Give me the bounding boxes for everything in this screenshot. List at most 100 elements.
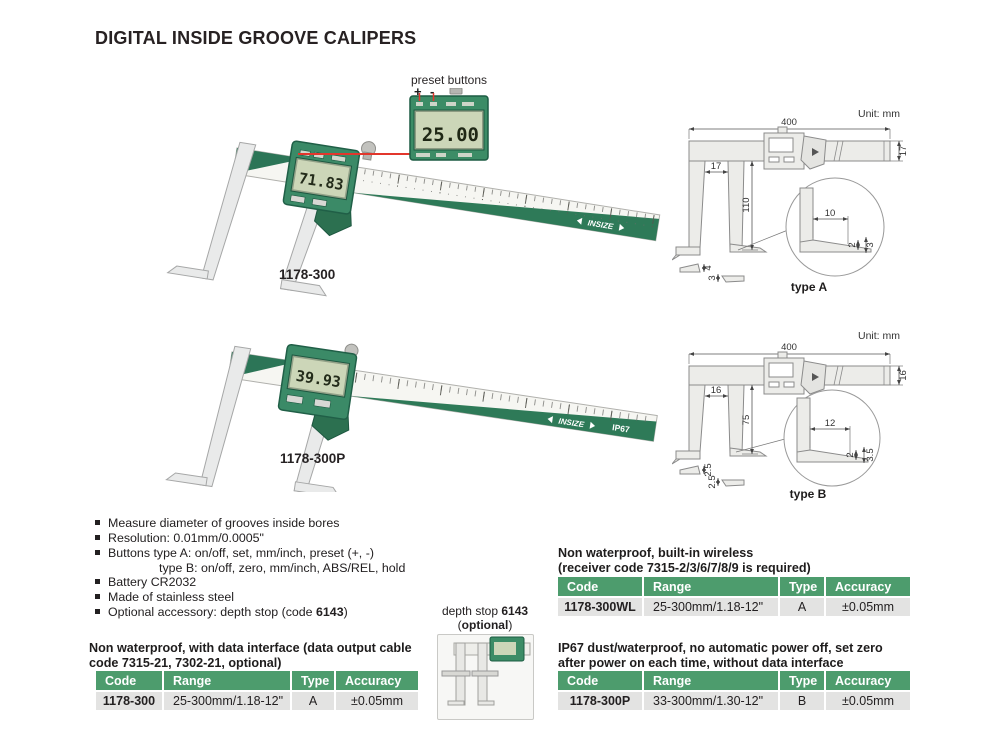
dim-detail-width-a: 10 — [825, 208, 836, 219]
inset-thumb-knob — [449, 88, 463, 95]
data-interface-table-heading: Non waterproof, with data interface (dat… — [89, 641, 412, 670]
set-button — [313, 398, 332, 409]
fixed-jaw — [200, 141, 257, 281]
col-header-accuracy: Accuracy — [824, 577, 910, 596]
cell-code: 1178-300P — [558, 690, 642, 710]
unit-note-a: Unit: mm — [858, 108, 900, 120]
ip67-table-heading: IP67 dust/waterproof, no automatic power… — [558, 641, 883, 670]
feature-item: Buttons type A: on/off, set, mm/inch, pr… — [95, 546, 465, 560]
bullet-icon — [95, 534, 100, 540]
mode-button — [285, 394, 304, 405]
feature-item: Optional accessory: depth stop (code 614… — [95, 605, 465, 619]
cell-range: 25-300mm/1.18-12" — [642, 596, 778, 616]
brand-arrow-right — [618, 223, 625, 231]
feature-item: Measure diameter of grooves inside bores — [95, 516, 465, 530]
dim-overall-b: 400 — [781, 342, 797, 353]
feature-item-continuation: type B: on/off, zero, mm/inch, ABS/REL, … — [159, 560, 406, 575]
cell-code: 1178-300WL — [558, 596, 642, 616]
col-header-accuracy: Accuracy — [334, 671, 418, 690]
fixed-jaw-tip — [165, 472, 208, 487]
bullet-icon — [95, 579, 100, 585]
cell-accuracy: ±0.05mm — [334, 690, 418, 710]
drawing-fixed-jaw-b — [688, 384, 706, 453]
lcd-screen — [293, 159, 350, 198]
mm-inch-button — [330, 154, 347, 163]
inset-lcd-screen — [416, 112, 482, 148]
bullet-icon — [95, 608, 100, 614]
dim-jaw-depth-b: 75 — [741, 415, 752, 426]
dim-jaw-depth-a: 110 — [741, 197, 752, 212]
minus-label: - — [430, 84, 435, 99]
caliper-photo-1178-300: INSIZE 71.83 — [166, 140, 661, 297]
dim-detail-height-a: 3 — [865, 242, 876, 247]
page-title: DIGITAL INSIDE GROOVE CALIPERS — [95, 28, 417, 48]
col-header-type: Type — [778, 577, 824, 596]
bullet-icon — [95, 520, 100, 525]
feature-item: Battery CR2032 — [95, 575, 465, 589]
cell-range: 33-300mm/1.30-12" — [642, 690, 778, 710]
col-header-type: Type — [290, 671, 334, 690]
cell-range: 25-300mm/1.18-12" — [162, 690, 290, 710]
brand-logo: INSIZE — [558, 417, 585, 430]
dim-tip1-b: 2.5 — [703, 463, 714, 476]
cell-accuracy: ±0.05mm — [824, 596, 910, 616]
brand-arrow-right — [589, 421, 596, 429]
dim-detail-tip-a: 2 — [847, 242, 858, 247]
moving-jaw-tip — [279, 279, 328, 297]
lcd-screen — [289, 357, 348, 395]
cell-code: 1178-300 — [96, 690, 162, 710]
brand-arrow-left — [576, 217, 583, 225]
tip-section-1-b — [679, 465, 701, 475]
accessory-code: 6143 — [316, 604, 344, 619]
dim-detail-tip-b: 2 — [845, 452, 856, 457]
col-header-code: Code — [96, 671, 162, 690]
fixed-jaw — [199, 345, 252, 488]
dim-overall-a: 400 — [781, 117, 797, 128]
dim-tip1-a: 4 — [703, 265, 714, 270]
bullet-icon — [95, 549, 100, 555]
col-header-range: Range — [642, 671, 778, 690]
depth-stop-label: depth stop 6143 (optional) — [441, 604, 529, 632]
wireless-spec-table: Code Range Type Accuracy 1178-300WL 25-3… — [558, 577, 910, 616]
feature-list: Measure diameter of grooves inside bores… — [95, 516, 465, 620]
inset-plus-button — [416, 102, 423, 106]
beam-green-band — [349, 395, 657, 442]
tip-section-1-a — [679, 263, 701, 273]
wireless-table-heading: Non waterproof, built-in wireless (recei… — [558, 546, 811, 575]
technical-drawing-type-a: Unit: mm 400 17 17 110 — [672, 108, 907, 294]
feature-item: Made of stainless steel — [95, 590, 465, 604]
drawing-caption-b: type B — [790, 487, 827, 501]
product-code-1178-300P: 1178-300P — [280, 451, 346, 466]
preset-buttons-label: preset buttons — [410, 73, 488, 87]
col-header-code: Code — [558, 671, 642, 690]
dim-jaw-offset-a: 17 — [711, 161, 722, 172]
moving-jaw-tip — [293, 481, 341, 492]
col-header-range: Range — [642, 577, 778, 596]
dim-detail-height-b: 3.5 — [865, 448, 876, 461]
depth-stop-code: 6143 — [501, 604, 529, 618]
dim-detail-width-b: 12 — [825, 418, 836, 429]
inset-minus-button — [430, 102, 437, 106]
beam-green-band — [354, 192, 660, 241]
depth-stop-image — [437, 634, 534, 720]
cell-type: A — [778, 596, 824, 616]
callout-connector-line — [298, 153, 410, 155]
col-header-range: Range — [162, 671, 290, 690]
technical-drawing-type-b: Unit: mm 400 16 16 75 — [672, 330, 907, 501]
mini-lcd — [494, 642, 516, 655]
caliper-photo-1178-300P: INSIZE IP67 39.93 — [165, 343, 658, 492]
brand-arrow-left — [547, 416, 554, 424]
cell-type: B — [778, 690, 824, 710]
dim-beam-height-b: 16 — [898, 370, 907, 381]
cell-type: A — [290, 690, 334, 710]
col-header-accuracy: Accuracy — [824, 671, 910, 690]
bullet-icon — [95, 594, 100, 600]
cell-accuracy: ±0.05mm — [824, 690, 910, 710]
dim-tip2-a: 3 — [707, 275, 718, 280]
depth-stop-illustration — [441, 636, 531, 706]
data-interface-spec-table: Code Range Type Accuracy 1178-300 25-300… — [96, 671, 418, 710]
product-code-1178-300: 1178-300 — [279, 267, 336, 282]
brand-logo: INSIZE — [587, 218, 615, 231]
preset-inset-image: 25.00 — [409, 88, 489, 161]
